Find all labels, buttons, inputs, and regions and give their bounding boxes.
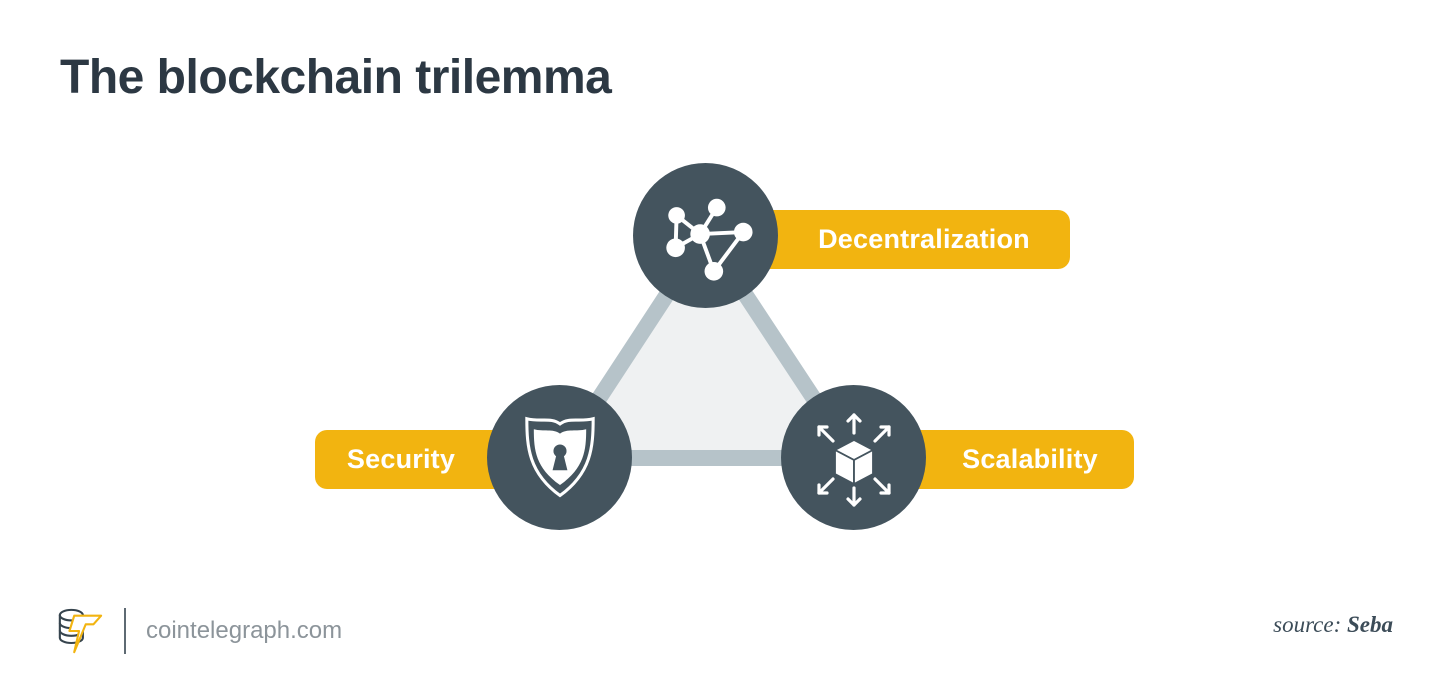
source-prefix-text: source: [1273,612,1342,637]
node-decentralization [633,163,778,308]
shield-keyhole-icon [524,416,595,497]
label-scalability-text: Scalability [962,444,1098,474]
triangle-shape [545,220,868,466]
footer-divider [124,608,126,654]
footer-branding: cointelegraph.com [56,606,342,656]
page-title: The blockchain trilemma [60,51,612,104]
cointelegraph-logo [58,608,103,654]
label-decentralization-text: Decentralization [818,224,1030,254]
source-name-text: Seba [1347,612,1393,637]
footer-site-text: cointelegraph.com [146,617,343,644]
node-security [487,385,632,530]
node-scalability [781,385,926,530]
label-security-text: Security [346,444,456,474]
network-icon [665,198,753,281]
cube-expand-icon [816,412,891,507]
source-credit: source: Seba [1273,612,1393,638]
label-decentralization: Decentralization [740,210,1070,269]
